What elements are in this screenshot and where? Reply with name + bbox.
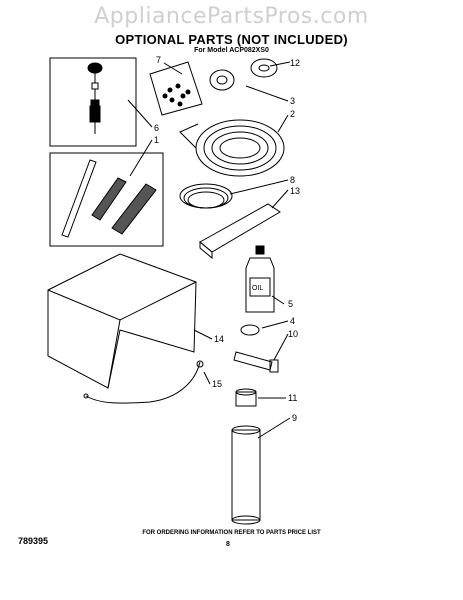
tube-kit-part: [61, 159, 157, 238]
small-cylinder-part: [235, 388, 257, 407]
part-number-labels: 7 12 3 2 6 1 8 13 5 4 10 14 15 11 9 OIL: [154, 55, 300, 423]
ordering-info: FOR ORDERING INFORMATION REFER TO PARTS …: [142, 530, 321, 536]
tape-roll-part: [209, 58, 278, 91]
cover-part: [47, 253, 197, 389]
sealant-tube-part: [233, 351, 279, 373]
part-label: 15: [212, 379, 222, 389]
part-label: 3: [290, 96, 295, 106]
aerosol-can-part: [231, 425, 261, 525]
part-label: 9: [292, 413, 297, 423]
bottle-label: OIL: [252, 285, 263, 292]
part-label: 2: [290, 109, 295, 119]
leader-lines: [127, 61, 291, 439]
capsule-part: [240, 324, 260, 336]
cord-coil-part: [179, 183, 233, 209]
drawstring-part: [83, 360, 204, 404]
part-label: 1: [154, 135, 159, 145]
model-line: For Model ACP082XS0: [194, 47, 269, 54]
kit-box-1: [49, 152, 164, 247]
watermark: AppliancePartsPros.com: [94, 4, 369, 29]
foam-strip-part: [199, 203, 281, 260]
valve-fitting-part: [87, 62, 103, 134]
part-label: 7: [156, 55, 161, 65]
part-label: 12: [290, 58, 300, 68]
foam-tape-coil-part: [179, 119, 285, 177]
part-label: 6: [154, 123, 159, 133]
page-title: OPTIONAL PARTS (NOT INCLUDED): [115, 32, 348, 47]
document-number: 789395: [18, 536, 49, 546]
page-number: 8: [226, 541, 230, 548]
kit-box-6: [49, 57, 137, 147]
part-label: 4: [290, 316, 295, 326]
oil-bottle-part: [245, 245, 275, 313]
part-label: 13: [290, 186, 300, 196]
hardware-bag-part: [149, 61, 203, 116]
part-label: 8: [290, 175, 295, 185]
part-label: 14: [214, 334, 224, 344]
part-label: 11: [288, 393, 297, 403]
part-label: 10: [288, 329, 298, 339]
part-label: 5: [288, 299, 293, 309]
